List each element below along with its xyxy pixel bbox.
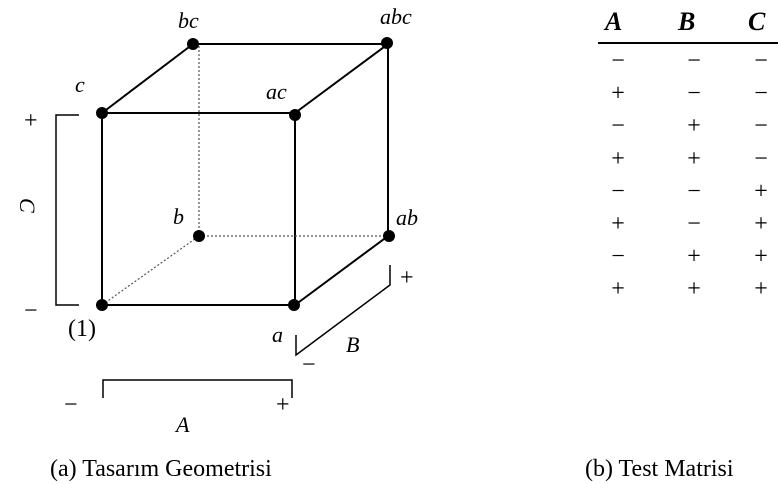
cube-vertices: [96, 37, 395, 311]
b-axis-label: B: [346, 332, 359, 357]
cube-front-face: [101, 112, 296, 306]
matrix-cell: −: [611, 113, 625, 139]
c-axis-high-sign: +: [24, 108, 38, 134]
a-axis-high-sign: +: [276, 392, 290, 418]
a-axis-label: A: [174, 412, 190, 437]
vertex-a: [288, 299, 300, 311]
matrix-cell: −: [754, 113, 768, 139]
vertex-b: [193, 230, 205, 242]
c-axis-label: C: [15, 198, 40, 213]
caption-test-matrix: (b) Test Matrisi: [585, 456, 734, 482]
matrix-cell: +: [687, 113, 701, 139]
matrix-header-b: B: [677, 7, 695, 36]
matrix-cell: −: [687, 48, 701, 74]
matrix-cell: +: [611, 146, 625, 172]
a-axis-low-sign: −: [64, 392, 78, 418]
a-axis-bracket: [102, 379, 293, 398]
vertex-label-ab: ab: [396, 205, 418, 230]
matrix-cell: +: [611, 211, 625, 237]
vertex-c: [96, 107, 108, 119]
c-axis-low-sign: −: [24, 298, 38, 324]
vertex-label-c: c: [75, 72, 85, 97]
matrix-cell: +: [687, 146, 701, 172]
b-axis-high-sign: +: [400, 265, 414, 291]
matrix-cell: +: [687, 244, 701, 270]
vertex-label-b: b: [173, 204, 184, 229]
cube-hidden-edges: [101, 44, 388, 306]
matrix-cell: +: [611, 81, 625, 107]
matrix-cell: −: [611, 178, 625, 204]
matrix-header-a: A: [603, 7, 622, 36]
matrix-cell: +: [611, 276, 625, 302]
vertex-ab: [383, 230, 395, 242]
matrix-cell: −: [687, 178, 701, 204]
vertex-one: [96, 299, 108, 311]
matrix-cell: +: [754, 178, 768, 204]
vertex-label-bc: bc: [178, 8, 199, 33]
matrix-cell: −: [611, 244, 625, 270]
matrix-cells: − − − + − − − + − + + − − − + + − + − + + + + +: [611, 48, 768, 302]
matrix-header-c: C: [748, 7, 766, 36]
test-matrix: A B C − − − + − − − + − + + − − − + + − + − + + + + +: [598, 7, 778, 302]
vertex-label-abc: abc: [380, 4, 412, 29]
cube-back-edges: [101, 43, 389, 306]
matrix-cell: −: [611, 48, 625, 74]
matrix-cell: +: [754, 211, 768, 237]
matrix-cell: −: [687, 81, 701, 107]
matrix-cell: −: [754, 81, 768, 107]
b-axis-low-sign: −: [302, 352, 316, 378]
matrix-cell: +: [754, 276, 768, 302]
vertex-label-ac: ac: [266, 79, 287, 104]
vertex-ac: [289, 109, 301, 121]
matrix-cell: −: [754, 146, 768, 172]
b-axis-bracket: [295, 265, 391, 357]
c-axis-bracket: [55, 114, 79, 306]
matrix-cell: −: [687, 211, 701, 237]
vertex-abc: [381, 37, 393, 49]
matrix-cell: +: [754, 244, 768, 270]
vertex-bc: [187, 38, 199, 50]
matrix-cell: +: [687, 276, 701, 302]
vertex-label-one: (1): [68, 316, 96, 342]
vertex-label-a: a: [272, 322, 283, 347]
caption-design-geometry: (a) Tasarım Geometrisi: [50, 456, 272, 482]
matrix-cell: −: [754, 48, 768, 74]
